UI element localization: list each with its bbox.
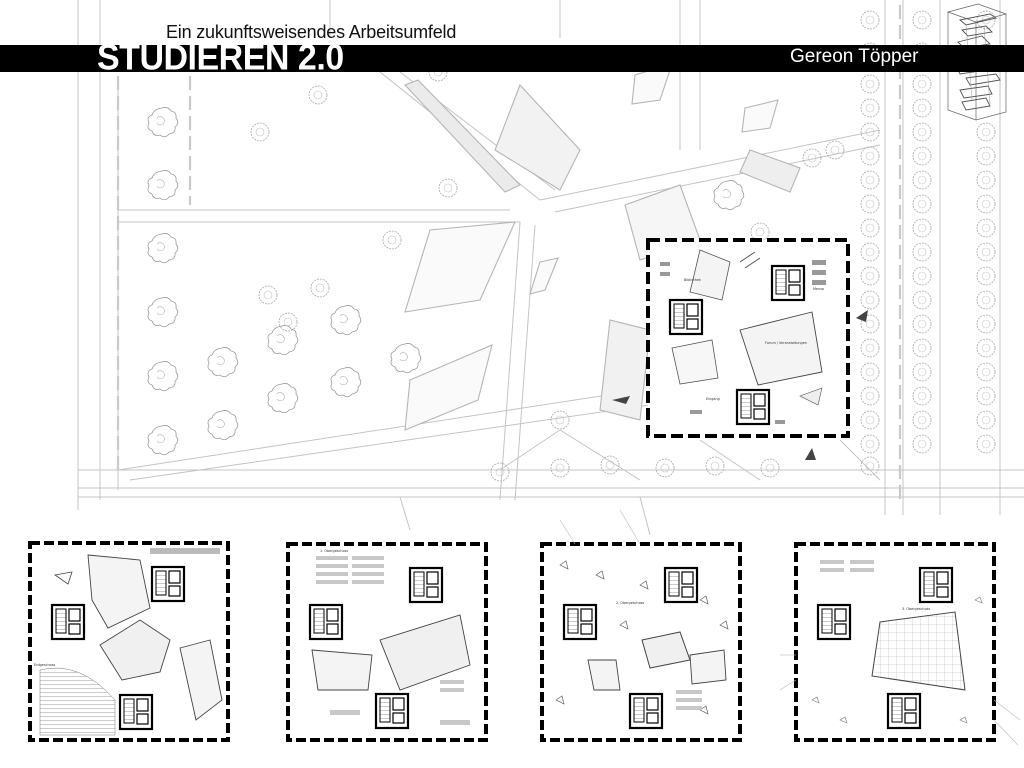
site-building [612, 238, 868, 460]
floor-plan-3 [540, 542, 742, 742]
floor-plan-1 [28, 541, 230, 742]
site-room-label-forum: Forum / Veranstaltungen [765, 341, 807, 345]
floor-plan-4 [794, 542, 996, 742]
plan-4-label: 3. Obergeschoss [902, 607, 930, 611]
plan-2-label: 1. Obergeschoss [320, 549, 348, 553]
plan-1-label: Erdgeschoss [34, 663, 55, 667]
plan-3-label: 2. Obergeschoss [616, 601, 644, 605]
site-room-label-entrance: Eingang [706, 397, 720, 401]
site-room-label-canteen: Mensa [813, 287, 824, 291]
site-room-label-library: Bibliothek [684, 278, 701, 282]
author-name: Gereon Töpper [790, 46, 919, 67]
sheet-subtitle: Ein zukunftsweisendes Arbeitsumfeld [166, 22, 457, 42]
floor-plan-2 [286, 542, 488, 742]
title-bar [0, 45, 1024, 72]
sheet-title: STUDIEREN 2.0 [97, 38, 344, 78]
